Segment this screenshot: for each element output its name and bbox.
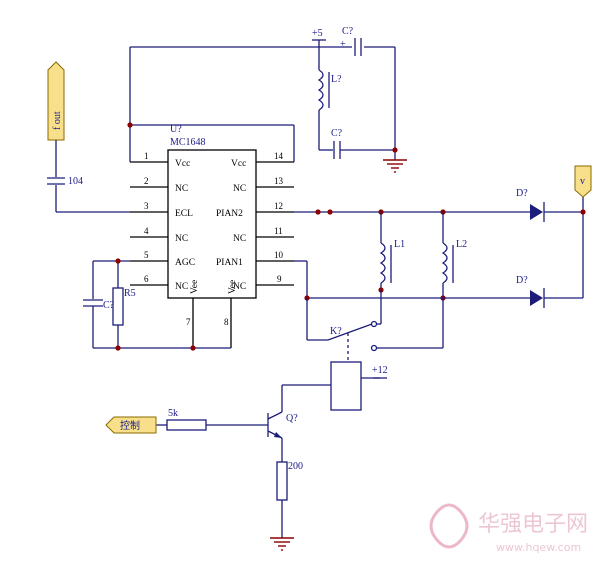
inductor-l1-label: L1 xyxy=(394,239,405,250)
v-label: v xyxy=(580,176,585,187)
pin-num-2: 2 xyxy=(144,176,149,186)
brand-logo-icon xyxy=(429,503,469,549)
pin-name-12: PIAN2 xyxy=(216,209,243,219)
cap-left-label: C? xyxy=(103,300,115,311)
power-network: +5 C? + L? C? xyxy=(127,26,407,173)
pin-num-4: 4 xyxy=(144,226,149,236)
pin-num-12: 12 xyxy=(274,201,283,211)
pin-name-14: Vcc xyxy=(231,159,246,169)
inductor-l2-label: L2 xyxy=(456,239,467,250)
chip-ref: U? xyxy=(170,124,182,135)
chip-mc1648: U? MC1648 1 Vcc 2 NC 3 ECL 4 NC 5 AGC 6 … xyxy=(130,124,294,348)
agc-network: C? R5 xyxy=(83,258,231,351)
pin-num-9: 9 xyxy=(277,274,282,284)
driver-network: +12 Q? 5k 控制 200 xyxy=(105,361,388,551)
diode-bottom xyxy=(530,288,583,308)
ground-icon xyxy=(383,159,407,173)
tank-network: L1 L2 K? D? xyxy=(294,165,592,360)
pin-name-7: Vee xyxy=(190,280,200,294)
pin-num-3: 3 xyxy=(144,201,149,211)
control-label: 控制 xyxy=(120,419,140,432)
pin-name-2: NC xyxy=(175,184,188,194)
pin-name-9: NC xyxy=(233,282,246,292)
supply-5-label: +5 xyxy=(312,28,323,39)
diode-top-label: D? xyxy=(516,188,528,199)
pin-name-8: Vee xyxy=(228,280,238,294)
chip-part: MC1648 xyxy=(170,137,206,148)
pin-num-11: 11 xyxy=(274,226,283,236)
pin-num-5: 5 xyxy=(144,250,149,260)
pin-num-6: 6 xyxy=(144,274,149,284)
watermark-brand: 华强电子网 xyxy=(478,512,588,537)
cap-top-label: C? xyxy=(342,26,354,37)
pin-name-3: ECL xyxy=(175,209,193,219)
cap-104-label: 104 xyxy=(68,176,83,187)
supply-12-label: +12 xyxy=(372,365,388,376)
pin-num-14: 14 xyxy=(274,151,284,161)
pin-num-8: 8 xyxy=(224,317,229,327)
pin-name-5: AGC xyxy=(175,258,195,268)
watermark-url: www.hqew.com xyxy=(496,541,581,554)
resistor-r5-label: R5 xyxy=(124,288,136,299)
diode-bottom-label: D? xyxy=(516,275,528,286)
fout-port[interactable]: f out xyxy=(47,61,65,141)
pin-name-6: NC xyxy=(175,282,188,292)
fout-label: f out xyxy=(52,111,63,130)
inductor-top-label: L? xyxy=(331,74,342,85)
pin-name-13: NC xyxy=(233,184,246,194)
watermark: 华强电子网 www.hqew.com xyxy=(429,503,588,554)
pin-num-7: 7 xyxy=(186,317,191,327)
pin-name-10: PIAN1 xyxy=(216,258,243,268)
pin-name-11: NC xyxy=(233,234,246,244)
resistor-200-label: 200 xyxy=(288,461,303,472)
cap-top-plus: + xyxy=(340,39,346,50)
transistor-label: Q? xyxy=(286,413,298,424)
fout-network: f out 104 xyxy=(47,61,130,213)
diode-top xyxy=(530,202,583,222)
resistor-5k-label: 5k xyxy=(168,408,178,419)
control-port[interactable]: 控制 xyxy=(105,416,157,434)
relay-label: K? xyxy=(330,326,342,337)
ground-icon xyxy=(270,537,294,551)
pin-name-1: Vcc xyxy=(175,159,190,169)
cap-mid-label: C? xyxy=(331,128,343,139)
pin-name-4: NC xyxy=(175,234,188,244)
pin-num-13: 13 xyxy=(274,176,284,186)
pin-num-1: 1 xyxy=(144,151,149,161)
pin-num-10: 10 xyxy=(274,250,284,260)
v-port[interactable]: v xyxy=(574,165,592,198)
